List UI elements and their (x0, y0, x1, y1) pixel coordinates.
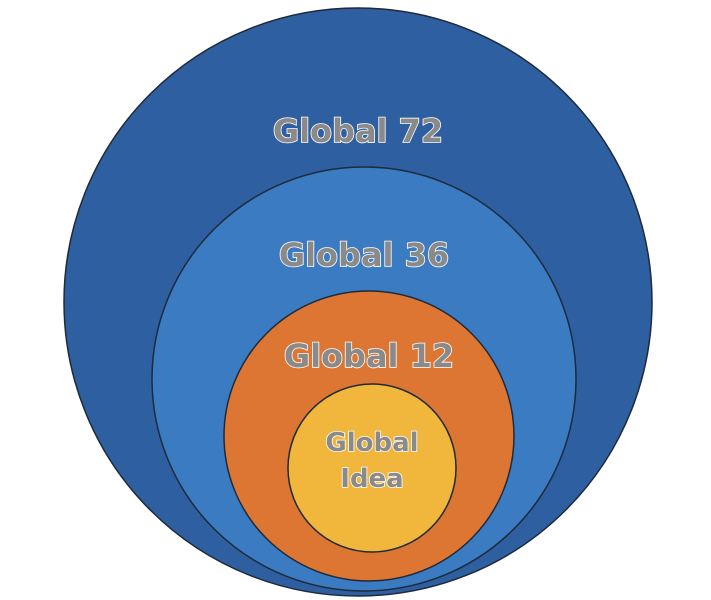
label-global-72: Global 72 (273, 112, 443, 150)
label-global-36: Global 36 (279, 236, 449, 274)
ring-global-idea (287, 383, 457, 553)
label-global-idea-line-1: Global (325, 428, 418, 458)
label-global-idea-line-2: Idea (340, 464, 403, 494)
label-global-12: Global 12 (284, 337, 454, 375)
